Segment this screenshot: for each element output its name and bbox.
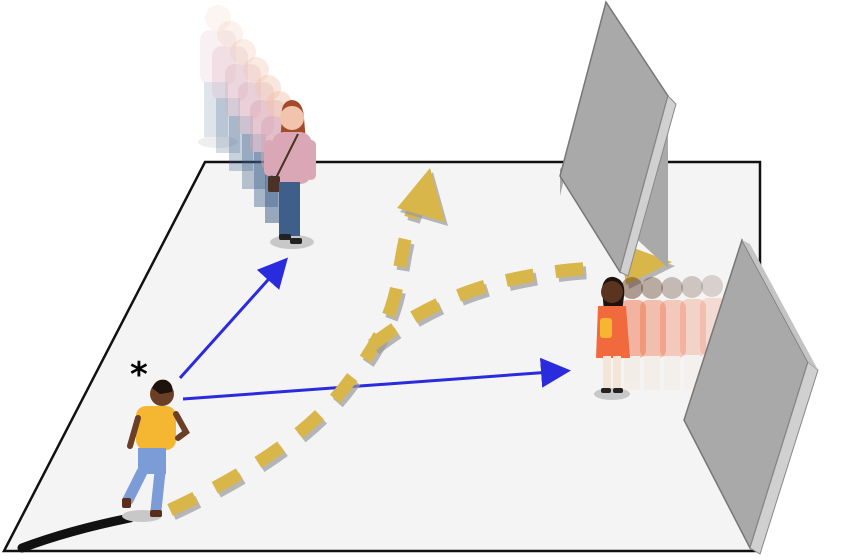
arrow-to-right-walker [182,357,571,401]
observer-motion-trail [17,513,135,553]
predicted-path-forward [167,168,448,520]
walker-left [264,100,316,249]
arrow-to-left-walker [178,257,289,380]
wall-front [683,238,819,555]
observer-figure [122,379,190,522]
walker-right [594,276,630,400]
observer-marker: * [130,355,148,395]
walker-left-trail [198,5,238,148]
wall-back [559,0,677,277]
